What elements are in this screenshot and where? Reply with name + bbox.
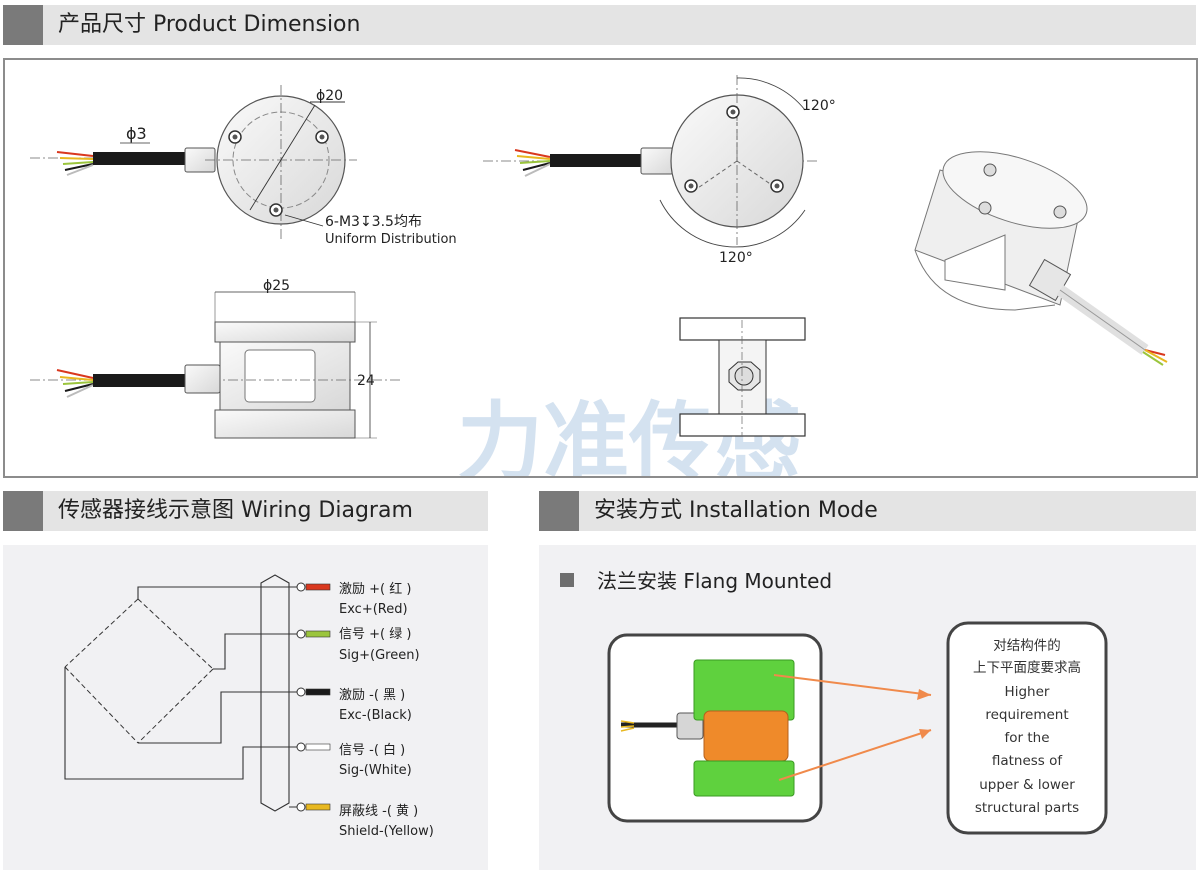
- conductors: [64, 586, 301, 780]
- product-dimension-panel: 力准传感 ϕ20 ϕ3: [3, 58, 1198, 493]
- cable-wires: [56, 369, 94, 398]
- isometric-view: [914, 151, 1168, 366]
- note-line: Higher: [1005, 684, 1050, 700]
- installation-illustration: 法兰安装 Flang Mounted 对结构件的 上下平面度要求高 Higher…: [560, 569, 1108, 835]
- arrow-icons: [773, 674, 932, 781]
- product-dimension-title: 产品尺寸 Product Dimension: [58, 12, 361, 37]
- side-view: ϕ25 24: [30, 278, 400, 439]
- wire-label-en: Exc+(Red): [339, 602, 408, 617]
- cable-diameter-label: ϕ3: [126, 124, 147, 143]
- sensor-body: [703, 710, 789, 762]
- wire-label-cn: 信号 +( 绿 ): [339, 627, 411, 642]
- wire-label-cn: 激励 -( 黑 ): [339, 688, 405, 703]
- wire-label-cn: 激励 +( 红 ): [339, 581, 411, 597]
- wire-labels: 激励 +( 红 ) Exc+(Red) 信号 +( 绿 ) Sig+(Green…: [339, 581, 434, 839]
- cable-sheath: [93, 152, 188, 165]
- wire-label-cn: 屏蔽线 -( 黄 ): [339, 804, 418, 819]
- note-line: upper & lower: [979, 777, 1075, 793]
- wire-label-en: Exc-(Black): [339, 708, 412, 723]
- angle-top-label: 120°: [802, 98, 836, 114]
- header-tab-marker: [539, 491, 579, 531]
- wire-terminals: [289, 582, 331, 812]
- front-view-angles: 120° 120°: [483, 75, 836, 266]
- cable-wires: [56, 151, 94, 176]
- angle-bottom-label: 120°: [719, 250, 753, 266]
- note-line: 上下平面度要求高: [973, 659, 1081, 676]
- note-line: structural parts: [975, 800, 1079, 816]
- note-line: flatness of: [992, 753, 1064, 769]
- wire-black-icon: [305, 688, 331, 696]
- note-line: 对结构件的: [993, 638, 1061, 654]
- wiring-diagram-header: 传感器接线示意图 Wiring Diagram: [3, 491, 488, 531]
- wire-yellow-icon: [305, 803, 331, 811]
- bullet-square-icon: [560, 573, 574, 587]
- note-box: [946, 621, 1108, 835]
- product-dimension-header: 产品尺寸 Product Dimension: [3, 5, 1196, 45]
- wheatstone-bridge: [64, 598, 214, 744]
- wire-label-en: Sig+(Green): [339, 648, 420, 663]
- note-line: requirement: [985, 707, 1068, 723]
- wiring-diagram-title: 传感器接线示意图 Wiring Diagram: [58, 498, 413, 523]
- holes-spec-cn: 6-M3↧3.5均布: [325, 214, 422, 230]
- installation-mode-title: 安装方式 Installation Mode: [594, 498, 878, 523]
- rear-view: [679, 317, 806, 437]
- cable-bundle: [260, 574, 290, 812]
- wire-label-cn: 信号 -( 白 ): [339, 742, 405, 758]
- height-label: 24: [357, 373, 375, 389]
- installation-mode-header: 安装方式 Installation Mode: [539, 491, 1196, 531]
- wire-red-icon: [305, 583, 331, 591]
- dimension-drawing: 力准传感 ϕ20 ϕ3: [30, 75, 1168, 493]
- mount-mode-label: 法兰安装 Flang Mounted: [597, 569, 832, 593]
- wiring-diagram-panel: 激励 +( 红 ) Exc+(Red) 信号 +( 绿 ) Sig+(Green…: [3, 545, 488, 870]
- wiring-schematic: 激励 +( 红 ) Exc+(Red) 信号 +( 绿 ) Sig+(Green…: [64, 574, 434, 839]
- cable-wires: [514, 149, 551, 177]
- header-tab-marker: [3, 491, 43, 531]
- wire-label-en: Sig-(White): [339, 763, 412, 778]
- wire-label-en: Shield-(Yellow): [339, 824, 434, 839]
- body-diameter-label: ϕ25: [263, 278, 290, 294]
- lower-flange: [693, 760, 795, 797]
- front-view-left: ϕ20 ϕ3 6-M3↧3.5均布 Uniform Distribution: [30, 85, 457, 247]
- bolt-circle-label: ϕ20: [316, 88, 343, 104]
- installation-mode-panel: 法兰安装 Flang Mounted 对结构件的 上下平面度要求高 Higher…: [539, 545, 1196, 870]
- wire-green-icon: [305, 630, 331, 638]
- note-line: for the: [1004, 730, 1049, 746]
- holes-spec-en: Uniform Distribution: [325, 232, 457, 247]
- wire-white-icon: [305, 743, 331, 751]
- note-text: 对结构件的 上下平面度要求高 Higher requirement for th…: [973, 638, 1081, 816]
- header-tab-marker: [3, 5, 43, 45]
